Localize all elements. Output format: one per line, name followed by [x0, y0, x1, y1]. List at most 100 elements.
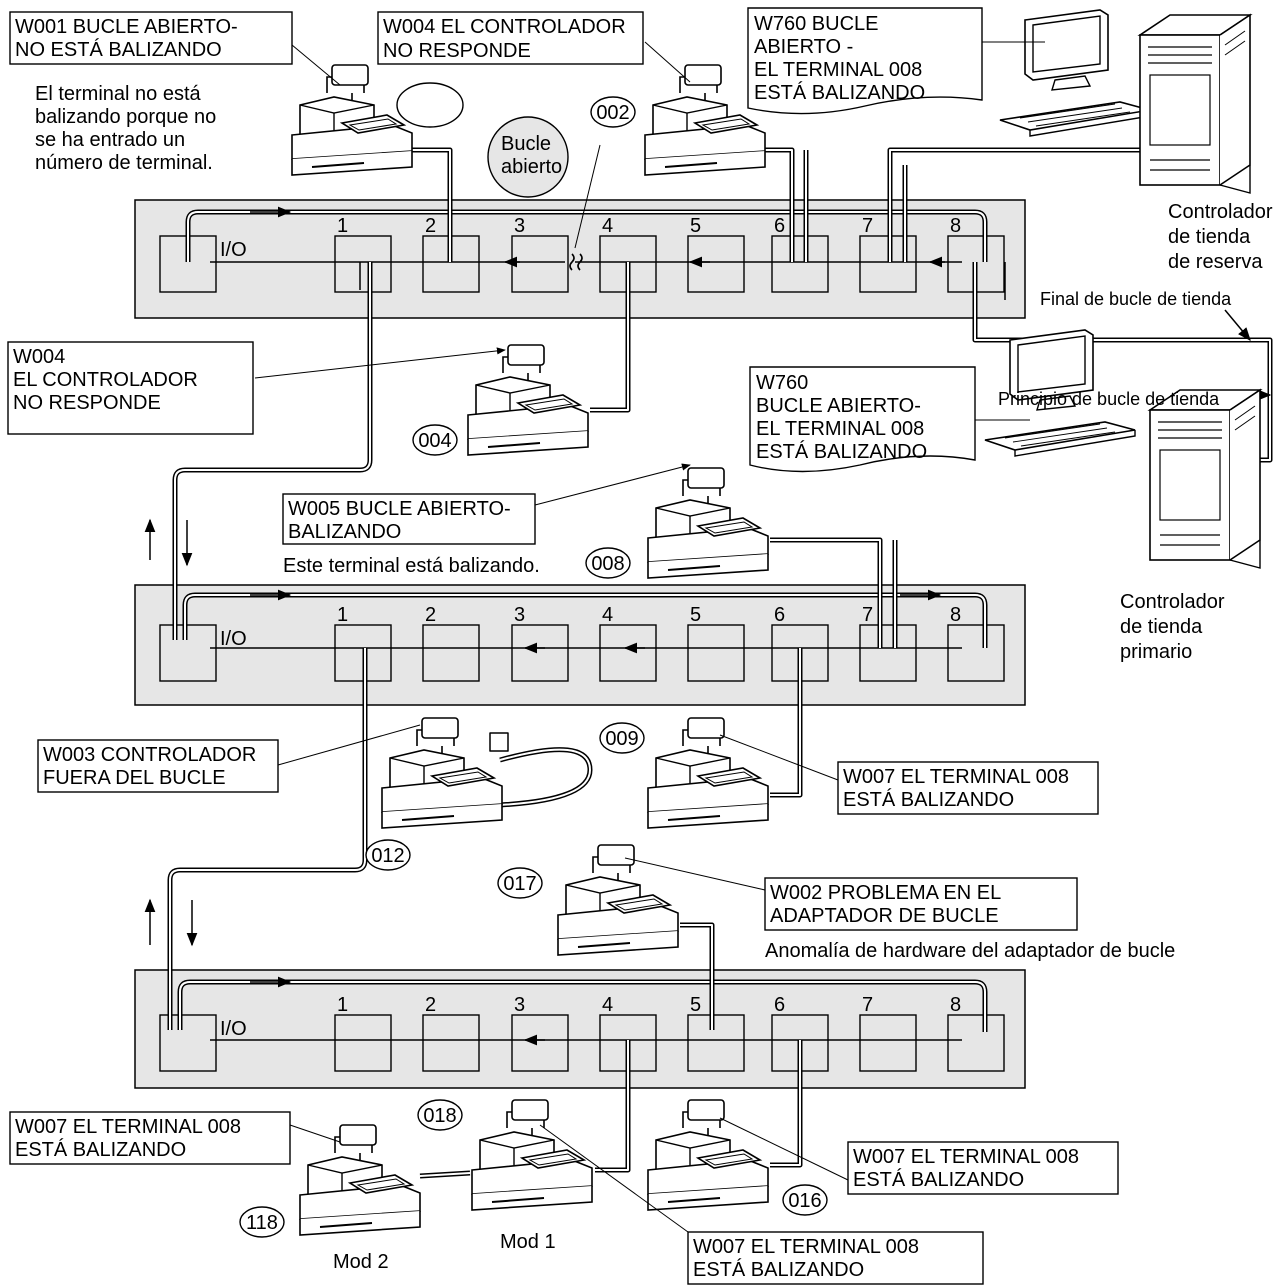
primary-controller-label: Controlador: [1120, 591, 1225, 613]
w007-016-callout-text: ESTÁ BALIZANDO: [853, 1168, 1024, 1191]
loop-wiring: [167, 147, 1273, 1179]
terminal-018-number-oval: [417, 1099, 463, 1131]
w001-callout-text: NO ESTÁ BALIZANDO: [15, 38, 222, 61]
terminal-register-icon: [644, 64, 766, 176]
open-loop-badge-label: abierto: [501, 156, 562, 178]
w003-callout-text: FUERA DEL BUCLE: [43, 767, 226, 789]
port-number-7: 7: [862, 604, 873, 626]
w004-left-callout-box: [7, 341, 254, 435]
port-number-1: 1: [337, 994, 348, 1016]
w007-009-callout-text: ESTÁ BALIZANDO: [843, 788, 1014, 811]
no-beacon-note: El terminal no está: [35, 83, 202, 105]
w004-top-callout-text: W004 EL CONTROLADOR: [383, 16, 626, 38]
w004-left-callout-text: W004: [13, 346, 65, 368]
port-box-3: [511, 624, 569, 682]
terminal-017-number: 017: [503, 873, 536, 895]
w001-callout-box: [9, 11, 293, 65]
port-number-7: 7: [862, 215, 873, 237]
port-box-7: [859, 1014, 917, 1072]
w007-016-callout-box: [847, 1141, 1119, 1195]
w760-top-callout-text: ABIERTO -: [754, 36, 853, 58]
primary-controller-label: de tienda: [1120, 616, 1203, 638]
port-box-8: [947, 624, 1005, 682]
mod1-label: Mod 1: [500, 1231, 556, 1253]
w007-bottom-left-callout-text: W007 EL TERMINAL 008: [15, 1116, 241, 1138]
terminal-009-number-oval: [599, 722, 645, 754]
callout-leaders: [254, 41, 1045, 1233]
w760-top-callout-text: ESTÁ BALIZANDO: [754, 81, 925, 104]
terminal-012-number-oval: [365, 839, 411, 871]
io-port-box: [159, 624, 217, 682]
w760-mid-callout-text: ESTÁ BALIZANDO: [756, 440, 927, 463]
terminal-register-icon: [471, 1099, 593, 1211]
port-box-4: [599, 624, 657, 682]
w760-top-callout-text: EL TERMINAL 008: [754, 59, 922, 81]
open-loop-badge-label: Bucle: [501, 133, 551, 155]
beaconing-note: Este terminal está balizando.: [283, 555, 540, 577]
port-box-2: [422, 1014, 480, 1072]
w002-callout-text: ADAPTADOR DE BUCLE: [770, 905, 999, 927]
terminal-002-number: 002: [596, 102, 629, 124]
w007-bottom-left-callout-box: [9, 1111, 291, 1165]
no-beacon-note: se ha entrado un: [35, 129, 185, 151]
io-port-box: [159, 1014, 217, 1072]
w002-callout-box: [764, 877, 1078, 931]
port-box-7: [859, 624, 917, 682]
loop-start-label: Principio de bucle de tienda: [998, 389, 1220, 409]
w004-left-callout-text: EL CONTROLADOR: [13, 369, 198, 391]
port-number-5: 5: [690, 215, 701, 237]
backup-controller-label: de reserva: [1168, 251, 1263, 273]
terminal-register-icon: [647, 467, 769, 579]
port-number-3: 3: [514, 215, 525, 237]
port-number-1: 1: [337, 604, 348, 626]
terminal-004-number-oval: [412, 424, 458, 456]
port-number-5: 5: [690, 994, 701, 1016]
io-port-label: I/O: [220, 1018, 247, 1040]
no-beacon-note: balizando porque no: [35, 106, 216, 128]
port-number-4: 4: [602, 215, 613, 237]
w007-016-callout-text: W007 EL TERMINAL 008: [853, 1146, 1079, 1168]
w760-top-callout-box: [747, 7, 983, 115]
w002-callout-text: W002 PROBLEMA EN EL: [770, 882, 1001, 904]
loop-end-label: Final de bucle de tienda: [1040, 289, 1232, 309]
port-number-4: 4: [602, 994, 613, 1016]
w004-top-callout-text: NO RESPONDE: [383, 40, 531, 62]
port-box-2: [422, 624, 480, 682]
w005-callout-text: W005 BUCLE ABIERTO-: [288, 498, 511, 520]
w003-callout-box: [37, 739, 279, 793]
port-number-2: 2: [425, 604, 436, 626]
terminal-register-icon: [299, 1124, 421, 1236]
w007-bottom-callout-text: W007 EL TERMINAL 008: [693, 1236, 919, 1258]
terminal-002-number-oval: [590, 96, 636, 128]
io-port-label: I/O: [220, 628, 247, 650]
terminal-004-number: 004: [418, 430, 451, 452]
terminal-016-number: 016: [788, 1190, 821, 1212]
server-tower-icon: [1149, 389, 1261, 569]
backup-controller-label: de tienda: [1168, 226, 1251, 248]
port-number-8: 8: [950, 215, 961, 237]
terminal-016-number-oval: [782, 1184, 828, 1216]
port-box-5: [687, 235, 745, 293]
port-number-3: 3: [514, 994, 525, 1016]
terminal-018-number: 018: [423, 1105, 456, 1127]
port-number-8: 8: [950, 604, 961, 626]
port-number-7: 7: [862, 994, 873, 1016]
empty-terminal-number-oval: [396, 82, 464, 128]
port-number-2: 2: [425, 215, 436, 237]
w007-009-callout-box: [837, 761, 1099, 815]
port-box-8: [947, 1014, 1005, 1072]
port-box-5: [687, 624, 745, 682]
w760-mid-callout-text: BUCLE ABIERTO-: [756, 395, 921, 417]
terminal-register-icon: [467, 344, 589, 456]
w007-bottom-callout-text: ESTÁ BALIZANDO: [693, 1258, 864, 1281]
port-number-4: 4: [602, 604, 613, 626]
terminal-register-icon: [381, 717, 503, 829]
terminal-register-icon: [647, 717, 769, 829]
w760-top-callout-text: W760 BUCLE: [754, 13, 879, 35]
w007-bottom-left-callout-text: ESTÁ BALIZANDO: [15, 1138, 186, 1161]
terminal-008-number: 008: [591, 553, 624, 575]
loop-panel-bottom: [134, 969, 1026, 1089]
terminal-008-number-oval: [585, 547, 631, 579]
w007-bottom-callout-box: [687, 1231, 984, 1285]
adapter-fault-note: Anomalía de hardware del adaptador de bu…: [765, 940, 1175, 962]
